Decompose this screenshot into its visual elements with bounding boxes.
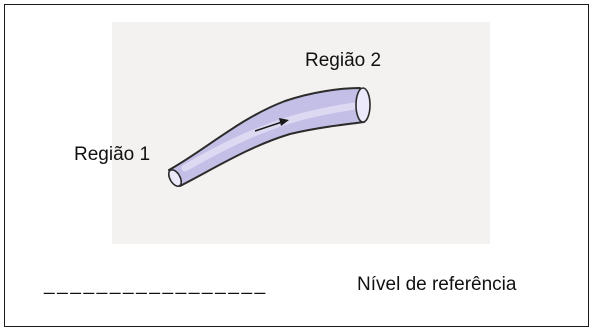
reference-level-label: Nível de referência — [357, 274, 517, 295]
reference-line: _________________ — [44, 274, 268, 295]
pipe-right-opening — [355, 87, 371, 123]
pipe-highlight — [181, 102, 359, 172]
pipe-left-opening — [167, 169, 183, 187]
region-2-label: Região 2 — [305, 50, 382, 71]
arrow-right-icon — [254, 118, 289, 132]
region-1-label: Região 1 — [74, 144, 151, 165]
paper-background — [112, 22, 490, 244]
